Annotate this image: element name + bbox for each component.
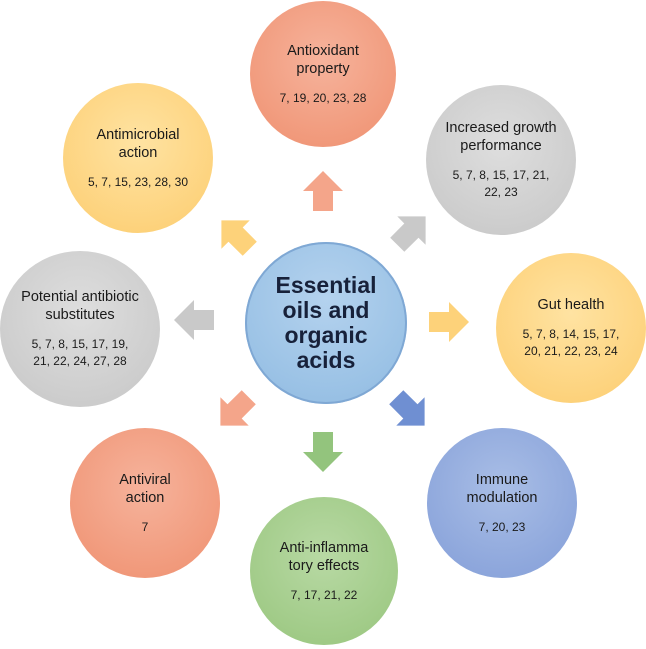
node-refs: 5, 7, 8, 15, 17, 21, 22, 23 [452, 168, 550, 199]
node-refs: 5, 7, 8, 14, 15, 17, 20, 21, 22, 23, 24 [522, 327, 620, 358]
arrow-up-right [390, 216, 426, 252]
node-refs: 7 [141, 519, 149, 534]
arrow-down-left [220, 390, 256, 426]
node-title: Antioxidant property [287, 42, 359, 77]
node-antimicrobial-action: Antimicrobial action 5, 7, 15, 23, 28, 3… [63, 83, 213, 233]
node-refs: 7, 20, 23 [478, 519, 526, 534]
arrow-up-left [221, 220, 257, 256]
node-title: Gut health [537, 297, 605, 313]
node-title: Immune modulation [466, 471, 538, 506]
arrow-left [174, 300, 214, 340]
node-title: Increased growth performance [445, 120, 557, 154]
node-potential-antibiotic-substitutes: Potential antibiotic substitutes 5, 7, 8… [0, 251, 160, 407]
node-refs: 7, 19, 20, 23, 28 [279, 90, 367, 105]
node-anti-inflammatory-effects: Anti-inflamma tory effects 7, 17, 21, 22 [250, 497, 398, 645]
node-title: Antiviral action [119, 471, 171, 506]
arrow-down [303, 432, 343, 472]
node-increased-growth-performance: Increased growth performance 5, 7, 8, 15… [426, 85, 576, 235]
node-refs: 5, 7, 8, 15, 17, 19, 21, 22, 24, 27, 28 [31, 337, 129, 368]
node-title: Anti-inflamma tory effects [279, 539, 369, 574]
node-title: Antimicrobial action [96, 126, 180, 161]
arrow-down-right [389, 390, 425, 426]
node-refs: 5, 7, 15, 23, 28, 30 [87, 174, 189, 189]
arrow-up [303, 171, 343, 211]
node-title: Potential antibiotic substitutes [21, 289, 139, 323]
node-antioxidant-property: Antioxidant property 7, 19, 20, 23, 28 [250, 1, 396, 147]
center-node: Essential oils and organic acids [245, 242, 407, 404]
center-label: Essential oils and organic acids [275, 272, 377, 373]
node-immune-modulation: Immune modulation 7, 20, 23 [427, 428, 577, 578]
node-refs: 7, 17, 21, 22 [290, 587, 358, 602]
node-gut-health: Gut health 5, 7, 8, 14, 15, 17, 20, 21, … [496, 253, 646, 403]
node-antiviral-action: Antiviral action 7 [70, 428, 220, 578]
arrow-right [429, 302, 469, 342]
